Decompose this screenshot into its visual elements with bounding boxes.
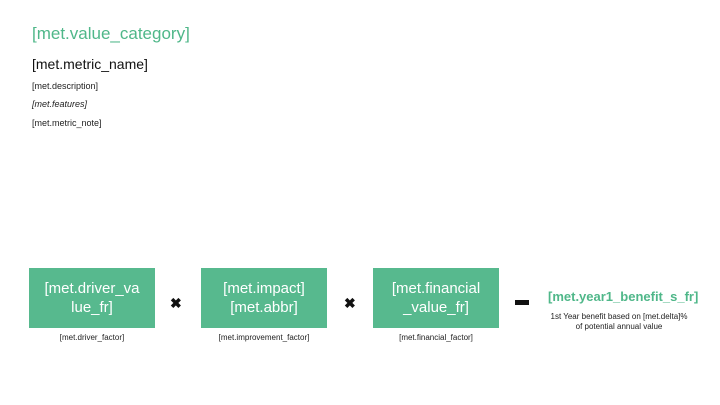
metric-description: [met.description]	[32, 81, 99, 91]
impact-value: [met.impact] [met.abbr]	[223, 280, 305, 316]
metric-features: [met.features]	[32, 99, 88, 109]
driver-value-box: [met.driver_va lue_fr]	[29, 268, 155, 328]
driver-value: [met.driver_va lue_fr]	[44, 280, 140, 316]
multiply-icon: ✖	[344, 295, 356, 311]
financial-factor-label: [met.financial_factor]	[399, 333, 473, 342]
year1-benefit-description: 1st Year benefit based on [met.delta]% o…	[550, 312, 688, 331]
metric-note: [met.metric_note]	[32, 118, 102, 128]
multiply-icon: ✖	[170, 295, 182, 311]
financial-value-box: [met.financial _value_fr]	[373, 268, 499, 328]
impact-value-box: [met.impact] [met.abbr]	[201, 268, 327, 328]
value-category-title: [met.value_category]	[32, 24, 190, 43]
equals-icon	[515, 300, 529, 305]
financial-value: [met.financial _value_fr]	[391, 280, 481, 316]
improvement-factor-label: [met.improvement_factor]	[218, 333, 310, 342]
metric-name: [met.metric_name]	[32, 56, 148, 72]
year1-benefit-value: [met.year1_benefit_s_fr]	[548, 289, 699, 304]
driver-factor-label: [met.driver_factor]	[59, 333, 125, 342]
